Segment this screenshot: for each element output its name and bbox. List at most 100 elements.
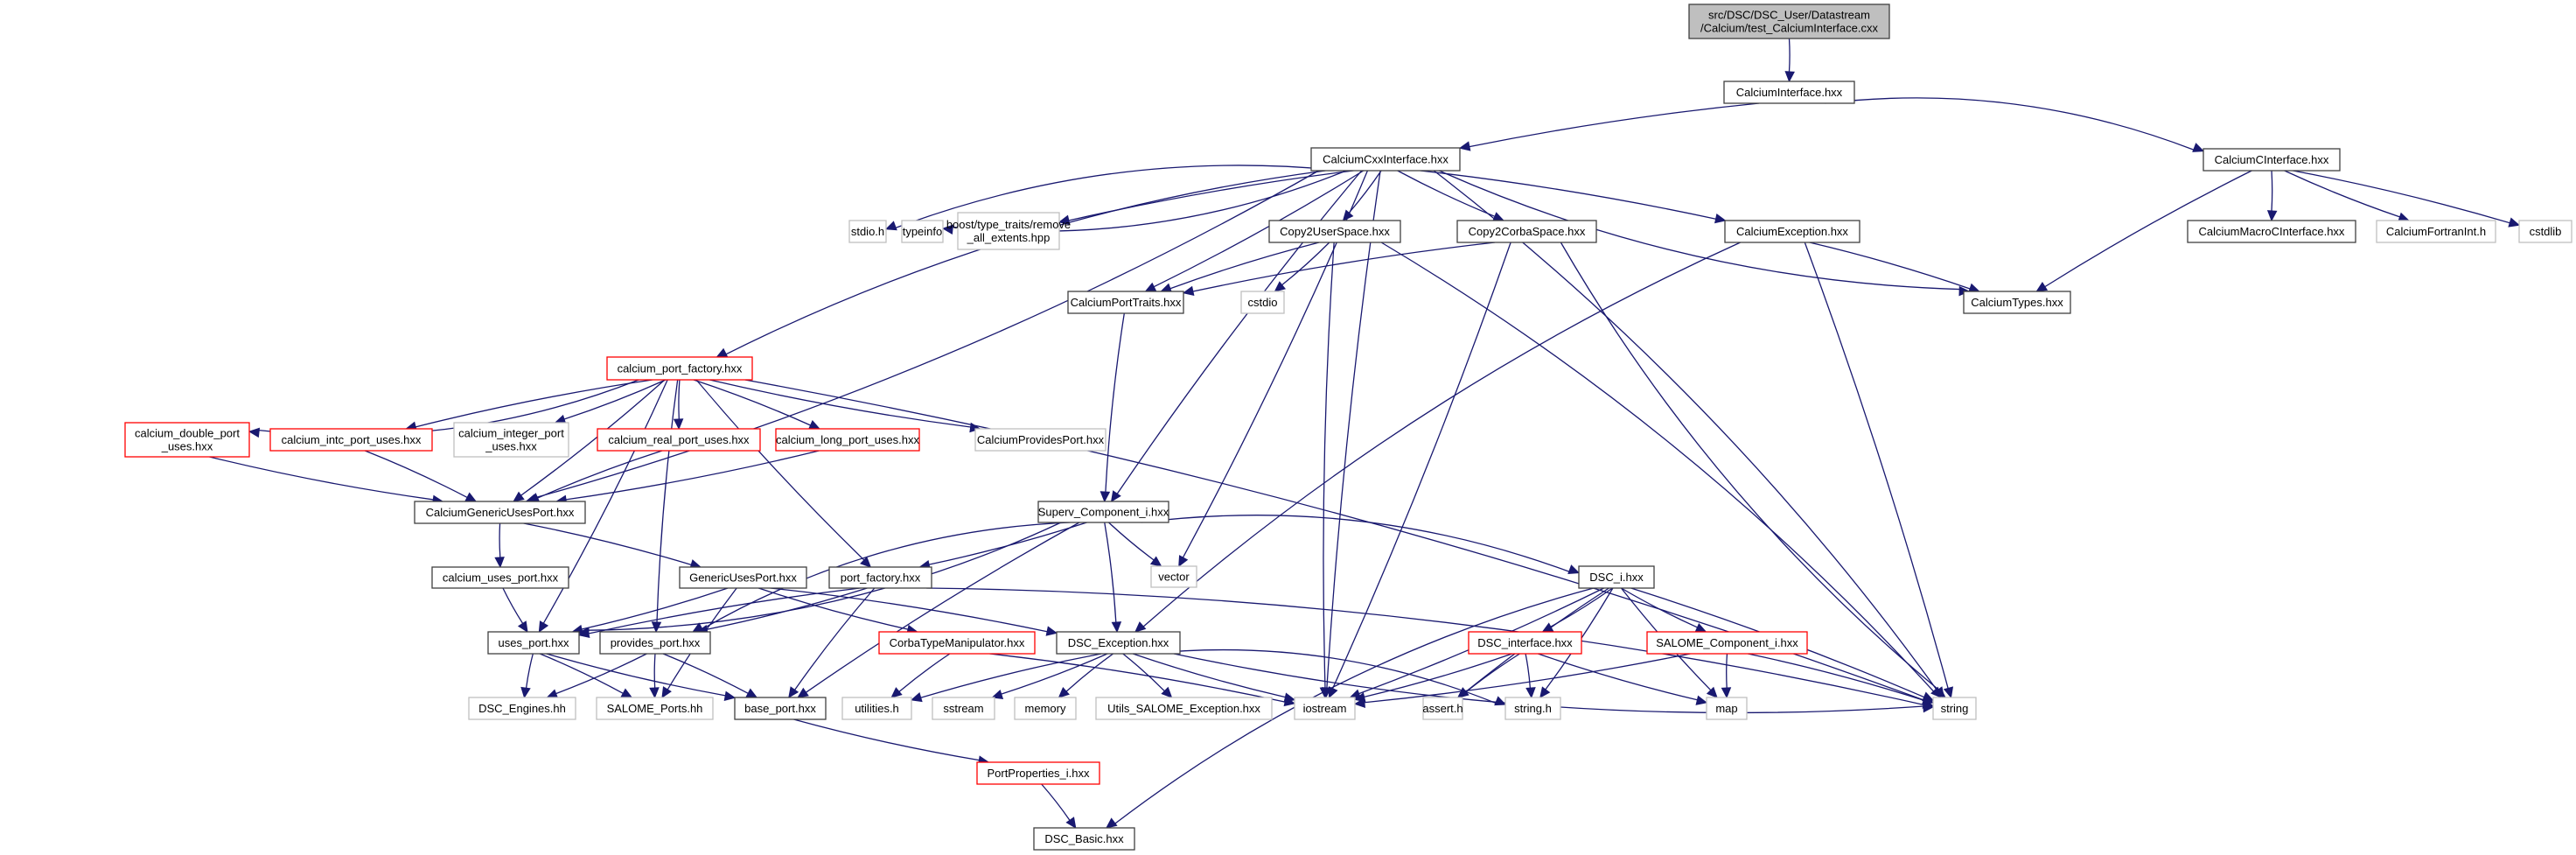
arrowhead-DSC_i-to-SALOME_Component_i [1694,623,1707,633]
node-iostream: iostream [1294,697,1356,720]
node-cstdio: cstdio [1240,291,1285,314]
node-CalciumTypes[interactable]: CalciumTypes.hxx [1963,291,2071,314]
node-label: _uses.hxx [485,440,537,453]
node-label: Copy2CorbaSpace.hxx [1469,225,1586,238]
node-uses_port[interactable]: uses_port.hxx [487,631,580,655]
node-label: calcium_integer_port [458,427,564,440]
node-CalciumCxxInterface[interactable]: CalciumCxxInterface.hxx [1310,147,1461,172]
node-Copy2CorbaSpace[interactable]: Copy2CorbaSpace.hxx [1456,220,1597,243]
edge-uses_port-to-SALOME_Ports [539,653,624,694]
arrowhead-DSC_Exception-to-sstream [991,689,1004,699]
edge-Copy2UserSpace-to-cstdio [1281,242,1330,286]
node-DSC_i[interactable]: DSC_i.hxx [1578,565,1655,589]
arrowhead-calcium_port_factory-to-port_factory [860,556,872,568]
edge-port_factory-to-string [926,587,1924,705]
edge-CalciumCxxInterface-to-Copy2UserSpace [1348,170,1382,214]
edge-CalciumCInterface-to-cstdlib [2293,170,2510,224]
node-box [414,501,586,524]
node-label: stdio.h [851,225,884,238]
node-provides_port[interactable]: provides_port.hxx [599,631,711,655]
arrowhead-CalciumCInterface-to-CalciumTypes [2035,281,2049,292]
node-CalciumGenericUsesPort[interactable]: CalciumGenericUsesPort.hxx [414,501,586,524]
arrowhead-calcium_port_factory-to-uses_port [538,620,549,634]
node-box [1240,291,1285,314]
edge-CalciumCxxInterface-to-stdio [895,165,1342,229]
arrowhead-CalciumCxxInterface-to-vector [1178,555,1189,568]
node-box [679,566,807,589]
edge-calcium_uses_port-to-uses_port [502,587,524,624]
node-calcium_double_port_uses[interactable]: calcium_double_port_uses.hxx [124,422,250,458]
edge-GenericUsesPort-to-uses_port [581,587,729,630]
arrowhead-DSC_interface-to-map [1695,695,1708,705]
edge-Superv_Component_i-to-provides_port [702,522,1071,630]
node-PortProperties_i[interactable]: PortProperties_i.hxx [976,761,1100,785]
arrowhead-CalciumCInterface-to-CalciumMacroCInterface [2266,210,2278,222]
node-calcium_intc_port_uses[interactable]: calcium_intc_port_uses.hxx [269,428,433,452]
arrowhead-CalciumCxxInterface-to-calcium_port_factory [716,347,729,358]
edge-CalciumCxxInterface-to-CalciumPortTraits [1153,170,1365,288]
node-Copy2UserSpace[interactable]: Copy2UserSpace.hxx [1268,220,1401,243]
node-root[interactable]: src/DSC/DSC_User/Datastream/Calcium/test… [1688,4,1890,39]
node-calcium_real_port_uses[interactable]: calcium_real_port_uses.hxx [597,428,761,452]
edge-port_factory-to-provides_port [707,587,868,630]
arrowhead-DSC_Exception-to-string [1923,702,1935,713]
edge-DSC_Exception-to-Utils_SALOME_Exception [1122,653,1165,692]
node-box [487,631,580,655]
node-DSC_Exception[interactable]: DSC_Exception.hxx [1056,631,1181,655]
edge-SALOME_Component_i-to-map [1726,653,1728,689]
arrowhead-CalciumPortTraits-to-Superv_Component_i [1100,491,1111,503]
node-SALOME_Component_i[interactable]: SALOME_Component_i.hxx [1646,631,1808,655]
node-box [1150,565,1197,588]
node-CalciumPortTraits[interactable]: CalciumPortTraits.hxx [1067,291,1184,314]
arrowhead-Superv_Component_i-to-vector [1149,556,1162,567]
edge-DSC_interface-to-iostream [1364,653,1512,697]
edge-SALOME_Component_i-to-string [1748,653,1924,701]
node-CalciumMacroCInterface[interactable]: CalciumMacroCInterface.hxx [2187,220,2356,243]
node-memory: memory [1014,697,1077,720]
node-CorbaTypeManipulator[interactable]: CorbaTypeManipulator.hxx [878,631,1036,655]
arrowhead-uses_port-to-SALOME_Ports [620,688,633,698]
edges-layer [209,38,2521,829]
arrowhead-DSC_interface-to-assert [1457,687,1470,698]
node-Superv_Component_i[interactable]: Superv_Component_i.hxx [1037,501,1169,523]
node-port_factory[interactable]: port_factory.hxx [828,566,932,589]
edge-CalciumInterface-to-CalciumCxxInterface [1469,102,1760,148]
edge-calcium_port_factory-to-calcium_integer_port_uses [563,379,667,420]
edge-CalciumInterface-to-CalciumCInterface [1825,97,2195,151]
arrowhead-DSC_Exception-to-utilities [910,692,923,703]
node-label: typeinfo [903,225,943,238]
node-CalciumProvidesPort: CalciumProvidesPort.hxx [974,428,1106,452]
arrowhead-Superv_Component_i-to-DSC_Exception [1111,621,1122,634]
node-box [957,212,1060,250]
node-label: _all_extents.hpp [967,231,1051,244]
node-string: string [1932,697,1977,720]
edge-CalciumException-to-string [1804,242,1949,689]
node-box [1963,291,2071,314]
node-label: Superv_Component_i.hxx [1038,506,1169,519]
arrowhead-CalciumCxxInterface-to-stdio [884,221,897,231]
edge-calcium_port_factory-to-calcium_real_port_uses [678,379,681,420]
edge-Superv_Component_i-to-DSC_Exception [1104,522,1117,623]
edge-Superv_Component_i-to-base_port [806,522,1080,693]
arrowhead-GenericUsesPort-to-DSC_Exception [1045,626,1058,636]
node-CalciumCInterface[interactable]: CalciumCInterface.hxx [2203,148,2341,172]
node-base_port[interactable]: base_port.hxx [734,697,827,720]
arrowhead-uses_port-to-base_port [723,690,736,701]
node-calcium_port_factory[interactable]: calcium_port_factory.hxx [606,356,753,381]
node-box [468,697,576,720]
node-CalciumInterface[interactable]: CalciumInterface.hxx [1723,81,1855,104]
edge-root-to-CalciumInterface [1788,38,1791,73]
arrowhead-calcium_port_factory-to-calcium_double_port_uses [248,427,261,438]
node-GenericUsesPort[interactable]: GenericUsesPort.hxx [679,566,807,589]
edge-GenericUsesPort-to-DSC_Exception [770,587,1048,633]
node-DSC_interface[interactable]: DSC_interface.hxx [1468,631,1582,655]
arrowhead-provides_port-to-base_port [745,688,758,698]
node-CalciumException[interactable]: CalciumException.hxx [1724,220,1860,243]
node-box [1033,827,1135,851]
node-calcium_uses_port[interactable]: calcium_uses_port.hxx [431,566,569,589]
edge-calcium_port_factory-to-uses_port [542,379,668,624]
node-label: cstdio [1248,296,1278,309]
node-DSC_Basic[interactable]: DSC_Basic.hxx [1033,827,1135,851]
node-calcium_long_port_uses[interactable]: calcium_long_port_uses.hxx [775,428,920,452]
